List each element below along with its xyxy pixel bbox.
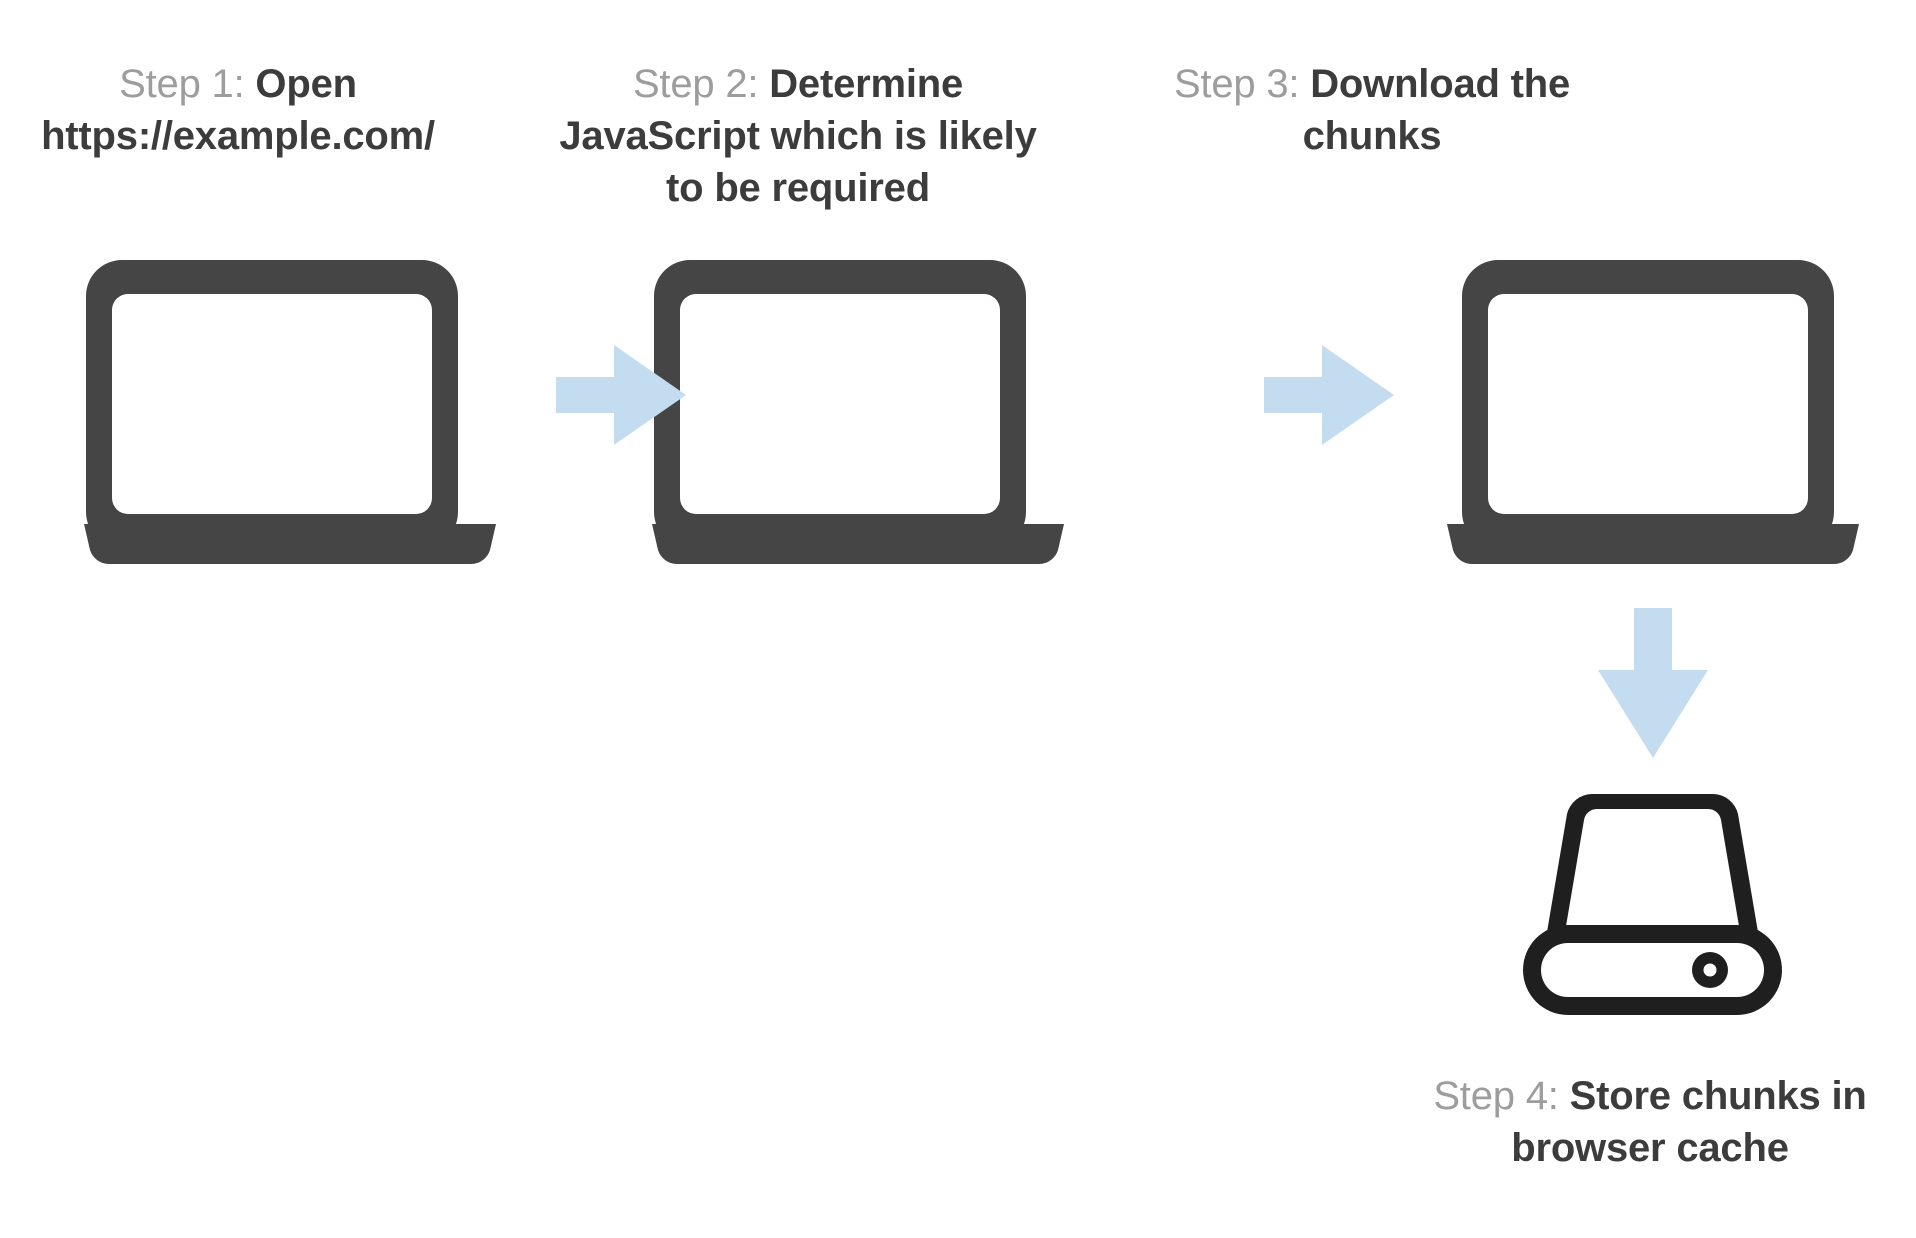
- step-4-label: Step 4:: [1433, 1074, 1570, 1118]
- harddrive-icon: [1520, 780, 1785, 1015]
- step-3-label: Step 3:: [1173, 62, 1311, 106]
- step-2-caption: Step 2: Determine JavaScript which is li…: [548, 58, 1048, 214]
- step-3-text: Download the chunks: [1302, 62, 1571, 158]
- step-1-caption: Step 1: Open https://example.com/: [18, 58, 458, 162]
- step-4-caption: Step 4: Store chunks in browser cache: [1430, 1070, 1870, 1174]
- laptop-base: [1443, 520, 1863, 570]
- laptop-icon: [62, 248, 482, 568]
- step-2-text: Determine JavaScript which is likely to …: [559, 62, 1037, 210]
- step-1-text: Open https://example.com/: [41, 62, 435, 158]
- laptop-base: [648, 520, 1068, 570]
- arrow-down-icon: [1598, 608, 1708, 758]
- laptop-icon: [1438, 248, 1858, 568]
- step-3-caption: Step 3: Download the chunks: [1152, 58, 1592, 162]
- arrow-right-icon: [556, 345, 686, 445]
- laptop-base: [80, 520, 500, 570]
- step-2-label: Step 2:: [632, 62, 770, 106]
- step-4-text: Store chunks in browser cache: [1511, 1074, 1867, 1170]
- step-1-label: Step 1:: [119, 62, 256, 106]
- laptop-icon: [630, 248, 1050, 568]
- arrow-right-icon: [1264, 345, 1394, 445]
